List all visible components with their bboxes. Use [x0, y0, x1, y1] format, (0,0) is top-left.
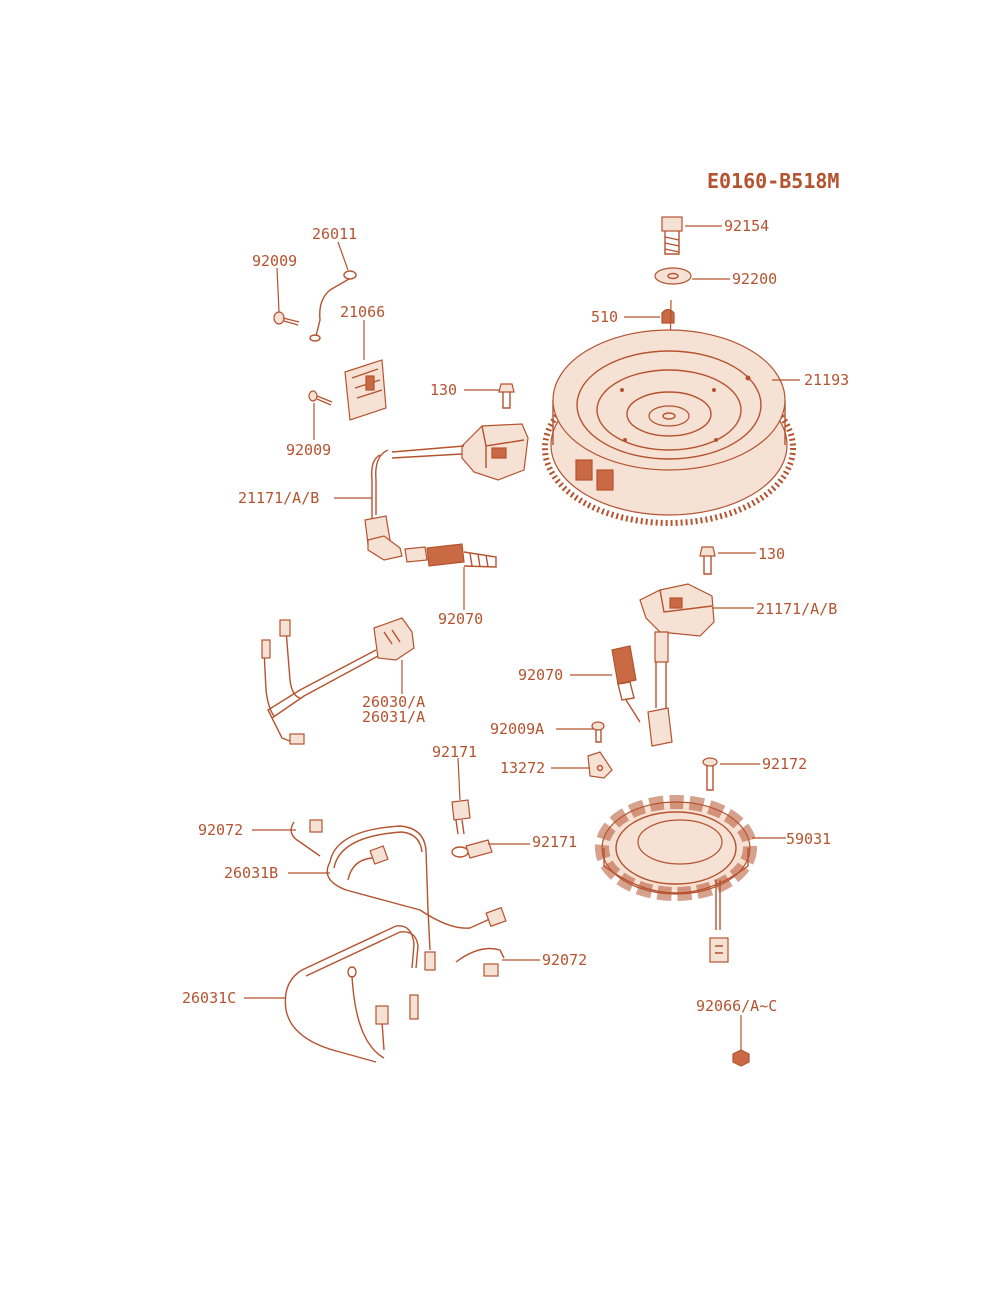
spark-plug-upper-drawing: [404, 543, 497, 568]
washer-92200-drawing: [654, 267, 692, 285]
callout-26030-a: 26030/A: [362, 693, 425, 711]
callout-26031-a: 26031/A: [362, 708, 425, 726]
callout-labels: 92154 92200 510 21193 26011 92009 21066 …: [182, 217, 849, 1015]
callout-92009-lower: 92009: [286, 441, 331, 459]
callout-92066: 92066/A~C: [696, 997, 777, 1015]
harness-26030-drawing: [261, 617, 415, 745]
screw-92172-drawing: [702, 757, 718, 791]
bolt-92154-drawing: [661, 216, 683, 255]
diagram-code: E0160-B518M: [707, 169, 839, 193]
callout-26011: 26011: [312, 225, 357, 243]
stator-59031-drawing: [595, 795, 757, 963]
callout-26031c: 26031C: [182, 989, 236, 1007]
bracket-13272-drawing: [587, 751, 613, 779]
nut-92066-drawing: [732, 1049, 750, 1067]
callout-59031: 59031: [786, 830, 831, 848]
harness-26031c-drawing: [284, 925, 419, 1063]
terminal-92072-upper-drawing: [290, 819, 323, 857]
ignition-coil-upper-drawing: [364, 423, 529, 561]
callout-130-lower: 130: [758, 545, 785, 563]
callout-21193: 21193: [804, 371, 849, 389]
bolt-130-upper-drawing: [498, 383, 515, 409]
callout-510: 510: [591, 308, 618, 326]
callout-92070-upper: 92070: [438, 610, 483, 628]
callout-92171-upper: 92171: [432, 743, 477, 761]
callout-92154: 92154: [724, 217, 769, 235]
callout-92072-upper: 92072: [198, 821, 243, 839]
callout-26031b: 26031B: [224, 864, 278, 882]
ground-wire-26011-drawing: [309, 270, 357, 342]
key-510-drawing: [661, 308, 675, 324]
callout-92171-lower: 92171: [532, 833, 577, 851]
callout-92072-lower: 92072: [542, 951, 587, 969]
callout-92200: 92200: [732, 270, 777, 288]
ignition-coil-lower-drawing: [639, 583, 715, 747]
spark-plug-lower-drawing: [611, 645, 641, 723]
callout-92172: 92172: [762, 755, 807, 773]
callout-92070-lower: 92070: [518, 666, 563, 684]
callout-21066: 21066: [340, 303, 385, 321]
callout-21171-upper: 21171/A/B: [238, 489, 319, 507]
screw-92009a-drawing: [591, 721, 605, 743]
bolt-130-lower-drawing: [699, 546, 716, 575]
callout-21171-lower: 21171/A/B: [756, 600, 837, 618]
callout-130-upper: 130: [430, 381, 457, 399]
terminal-92171-upper-drawing: [451, 799, 471, 835]
leader-lines: [244, 225, 800, 1050]
callout-92009-upper: 92009: [252, 252, 297, 270]
callout-92009a: 92009A: [490, 720, 544, 738]
screw-92009-lower-drawing: [308, 390, 333, 406]
diode-21066-drawing: [344, 359, 387, 421]
terminal-92171-lower-drawing: [451, 839, 493, 859]
terminal-92072-lower-drawing: [455, 947, 505, 977]
screw-92009-upper-drawing: [273, 311, 300, 326]
callout-13272: 13272: [500, 759, 545, 777]
flywheel-21193-drawing: [542, 329, 796, 526]
